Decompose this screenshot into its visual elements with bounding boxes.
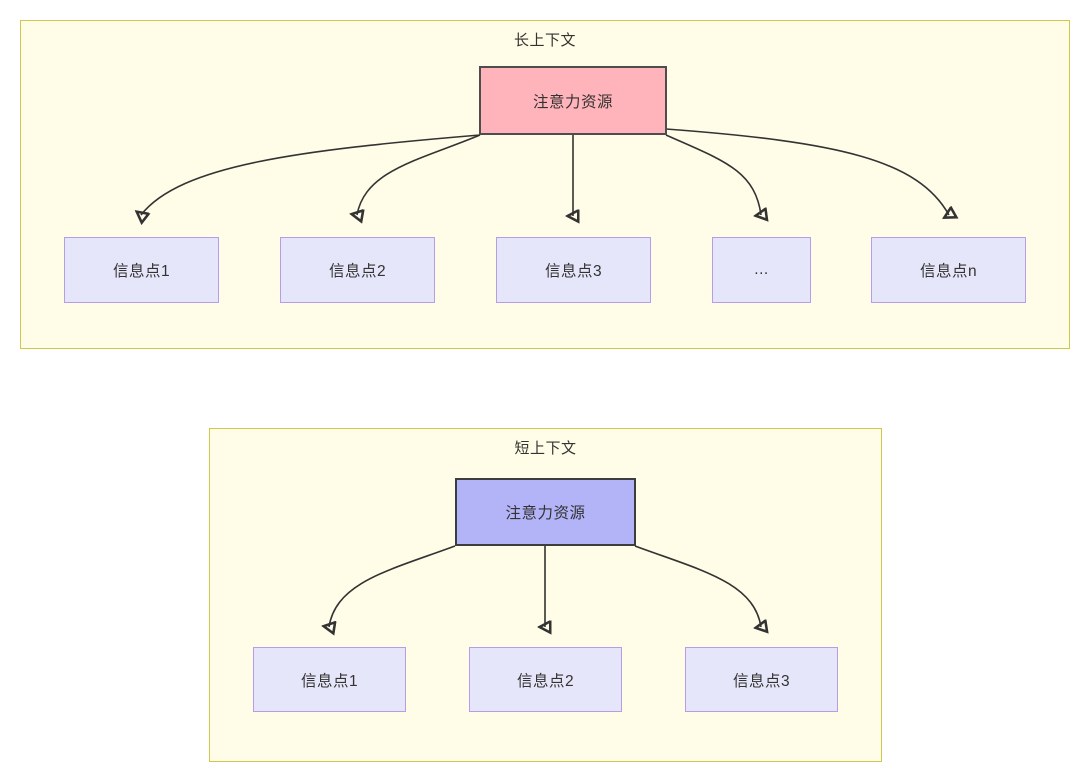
group-short-context-title: 短上下文 xyxy=(514,440,577,457)
node-attention-resource-short[interactable]: 注意力资源 xyxy=(455,478,636,546)
node-info-point-1-long[interactable]: 信息点1 xyxy=(64,237,219,303)
node-info-point-2-long[interactable]: 信息点2 xyxy=(280,237,435,303)
node-attention-resource-long[interactable]: 注意力资源 xyxy=(479,66,667,135)
node-label: 信息点3 xyxy=(732,672,791,690)
node-info-point-2-short[interactable]: 信息点2 xyxy=(469,647,622,712)
node-label: ... xyxy=(754,261,769,278)
node-info-point-3-short[interactable]: 信息点3 xyxy=(685,647,838,712)
node-info-point-3-long[interactable]: 信息点3 xyxy=(496,237,651,303)
node-label: 信息点1 xyxy=(300,672,359,690)
node-label: 信息点n xyxy=(919,263,978,280)
node-info-point-1-short[interactable]: 信息点1 xyxy=(253,647,406,712)
node-label: 信息点2 xyxy=(328,263,387,280)
node-label: 注意力资源 xyxy=(505,505,586,522)
node-info-point-ellipsis-long[interactable]: ... xyxy=(712,237,811,303)
node-label: 注意力资源 xyxy=(532,93,613,111)
node-info-point-n-long[interactable]: 信息点n xyxy=(871,237,1026,303)
node-label: 信息点1 xyxy=(112,263,171,280)
group-long-context-title: 长上下文 xyxy=(513,32,576,49)
node-label: 信息点2 xyxy=(516,672,575,690)
node-label: 信息点3 xyxy=(544,263,603,280)
